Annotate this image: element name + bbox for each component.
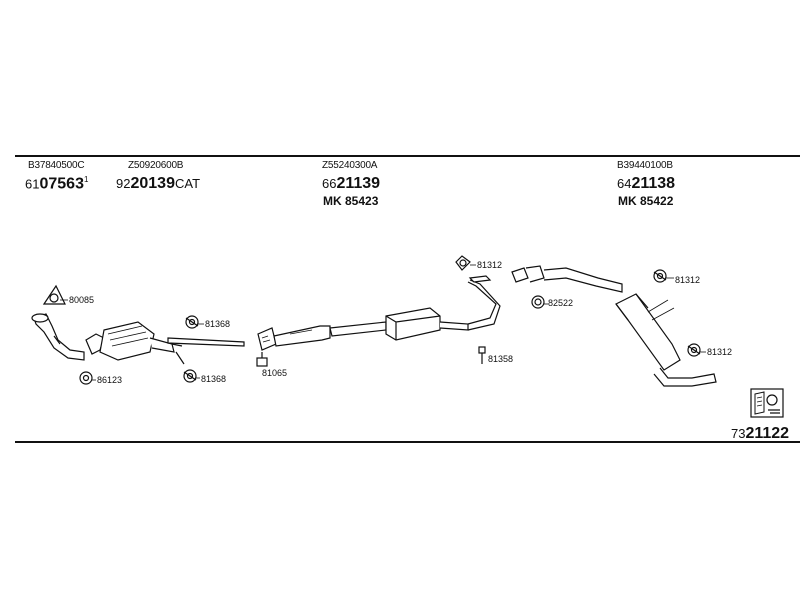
part-label-81312-centre: 81312 (477, 260, 503, 270)
document-book-icon (750, 388, 784, 418)
rubber-hanger-icon (455, 255, 471, 271)
part-code-4: B39440100B (617, 160, 673, 171)
part-code-1: B37840500C (28, 160, 85, 171)
intermediate-pipe-icon (511, 265, 623, 293)
part-number-3: 6621139 (322, 175, 381, 192)
pipe-clamp-icon (256, 352, 268, 367)
part-label-81312-rear-top: 81312 (675, 275, 701, 285)
part-label-80085: 80085 (69, 295, 95, 305)
rear-hanger-bottom-icon (687, 343, 701, 357)
part-label-86123: 86123 (97, 375, 123, 385)
part-label-81358: 81358 (488, 354, 514, 364)
mk-number-4: MK 85422 (618, 194, 674, 208)
flange-gasket-icon (42, 284, 66, 305)
part-number-1: 61075631 (25, 175, 89, 193)
rear-hanger-top-icon (653, 269, 667, 283)
bottom-rule (15, 441, 800, 443)
part-label-81368-bottom: 81368 (201, 374, 227, 384)
bolt-icon (478, 346, 486, 364)
part-number-4: 6421138 (617, 175, 676, 192)
connecting-pipe-icon (167, 315, 245, 383)
part-code-2: Z50920600B (128, 160, 184, 171)
part-code-3: Z55240300A (322, 160, 378, 171)
catalytic-converter-icon (85, 321, 185, 365)
part-label-81065: 81065 (262, 368, 288, 378)
mk-number-3: MK 85423 (323, 194, 379, 208)
part-label-81368-top: 81368 (205, 319, 231, 329)
sealing-ring-icon (531, 295, 545, 309)
flex-pipe-icon (257, 325, 331, 351)
front-downpipe-icon (31, 313, 85, 361)
part-label-81312-rear-bottom: 81312 (707, 347, 733, 357)
part-label-82522: 82522 (548, 298, 574, 308)
top-rule (15, 155, 800, 157)
middle-silencer-icon (329, 275, 501, 341)
gasket-ring-icon (79, 371, 93, 385)
part-number-2: 9220139CAT (116, 175, 201, 192)
footer-part-number: 7321122 (731, 425, 790, 442)
rear-silencer-icon (615, 293, 717, 387)
